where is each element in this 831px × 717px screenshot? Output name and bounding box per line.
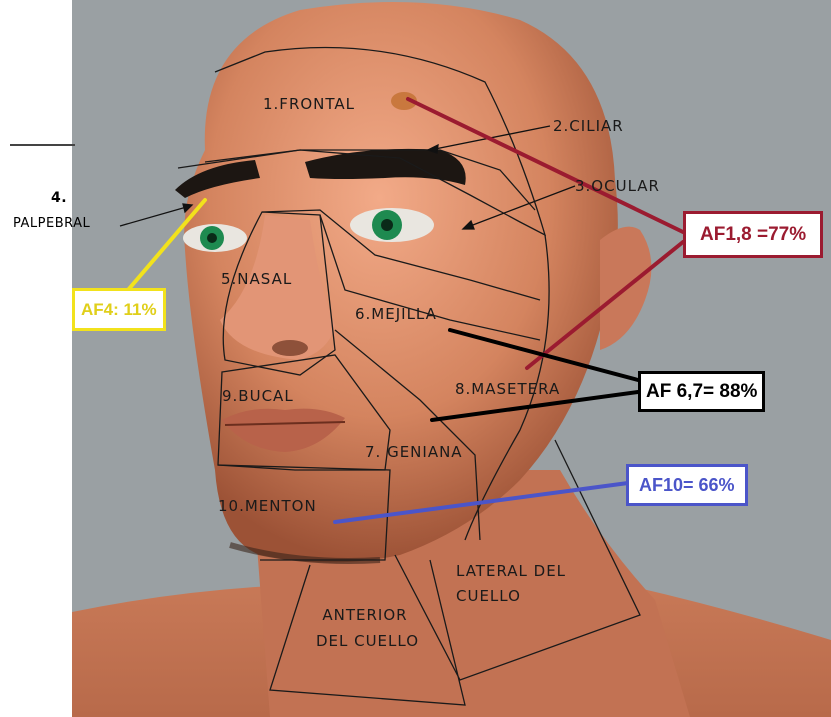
- label-frontal: 1.FRONTAL: [263, 95, 355, 113]
- label-mejilla: 6.MEJILLA: [355, 305, 437, 323]
- label-bucal: 9.BUCAL: [222, 387, 294, 405]
- label-geniana: 7. GENIANA: [365, 443, 463, 461]
- label-palpebral-number: 4.: [44, 190, 74, 206]
- label-anterior-line2: DEL CUELLO: [305, 632, 430, 650]
- label-masetera: 8.MASETERA: [455, 380, 560, 398]
- eye-right-pupil: [207, 233, 217, 243]
- callout-af10: AF10= 66%: [626, 464, 748, 506]
- label-ocular: 3.OCULAR: [575, 177, 660, 195]
- label-lateral-line2: CUELLO: [456, 587, 521, 605]
- label-palpebral: PALPEBRAL: [13, 216, 90, 231]
- eye-left-pupil: [381, 219, 393, 231]
- callout-af4: AF4: 11%: [72, 288, 166, 331]
- label-nasal: 5.NASAL: [221, 270, 292, 288]
- label-anterior-line1: ANTERIOR: [310, 606, 420, 624]
- label-ciliar: 2.CILIAR: [553, 117, 624, 135]
- callout-af18: AF1,8 =77%: [683, 211, 823, 258]
- label-menton: 10.MENTON: [218, 497, 317, 515]
- callout-af67: AF 6,7= 88%: [638, 371, 765, 412]
- label-lateral-line1: LATERAL DEL: [456, 562, 566, 580]
- nostril: [272, 340, 308, 356]
